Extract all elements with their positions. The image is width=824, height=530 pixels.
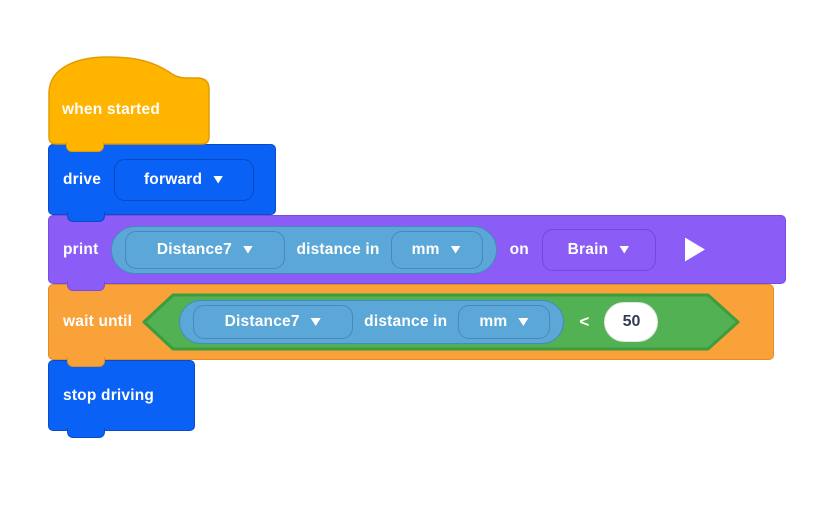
threshold-value: 50: [622, 313, 641, 330]
stop-driving-block[interactable]: stop driving: [48, 360, 195, 438]
block-tab: [66, 142, 104, 152]
print-target-value: Brain: [567, 240, 609, 258]
condition-hexagon[interactable]: Distance7 distance in mm < 50: [142, 293, 740, 351]
print-on-label: on: [509, 240, 529, 258]
dropdown-caret-icon: [213, 175, 224, 184]
drive-block[interactable]: drive forward: [48, 144, 276, 222]
dropdown-caret-icon: [242, 245, 253, 254]
dropdown-caret-icon: [450, 245, 461, 254]
sensor-unit-dropdown[interactable]: mm: [458, 305, 551, 339]
when-started-label: when started: [62, 101, 161, 118]
block-tab: [67, 212, 105, 222]
sensor-unit-value: mm: [479, 313, 508, 330]
sensor-device-dropdown[interactable]: Distance7: [193, 305, 354, 339]
sensor-device-value: Distance7: [156, 240, 232, 258]
sensor-unit-dropdown[interactable]: mm: [390, 230, 483, 269]
block-tab: [67, 428, 105, 438]
threshold-value-input[interactable]: 50: [604, 302, 659, 342]
wait-until-block[interactable]: wait until Distance7 distance in mm: [48, 284, 774, 367]
sensor-property-label: distance in: [364, 313, 448, 330]
drive-direction-value: forward: [143, 170, 203, 188]
wait-until-label: wait until: [63, 313, 133, 330]
dropdown-caret-icon: [310, 318, 321, 326]
stop-driving-label: stop driving: [63, 386, 155, 404]
sensor-device-dropdown[interactable]: Distance7: [125, 230, 286, 269]
expand-block-icon[interactable]: [684, 237, 705, 262]
sensor-device-value: Distance7: [224, 313, 300, 330]
block-tab: [67, 281, 105, 291]
sensor-property-label: distance in: [296, 240, 380, 258]
dropdown-caret-icon: [619, 245, 630, 254]
print-target-dropdown[interactable]: Brain: [541, 228, 656, 271]
block-tab: [67, 357, 105, 367]
dropdown-caret-icon: [518, 318, 529, 326]
sensor-unit-value: mm: [411, 240, 440, 258]
less-than-operator: <: [579, 312, 590, 331]
drive-label: drive: [63, 170, 102, 188]
drive-direction-dropdown[interactable]: forward: [114, 158, 255, 201]
print-block[interactable]: print Distance7 distance in mm on Brain: [48, 215, 786, 291]
print-label: print: [63, 240, 99, 258]
when-started-block[interactable]: when started: [48, 56, 210, 152]
distance-sensor-reporter[interactable]: Distance7 distance in mm: [111, 225, 497, 274]
distance-sensor-reporter[interactable]: Distance7 distance in mm: [179, 300, 565, 344]
